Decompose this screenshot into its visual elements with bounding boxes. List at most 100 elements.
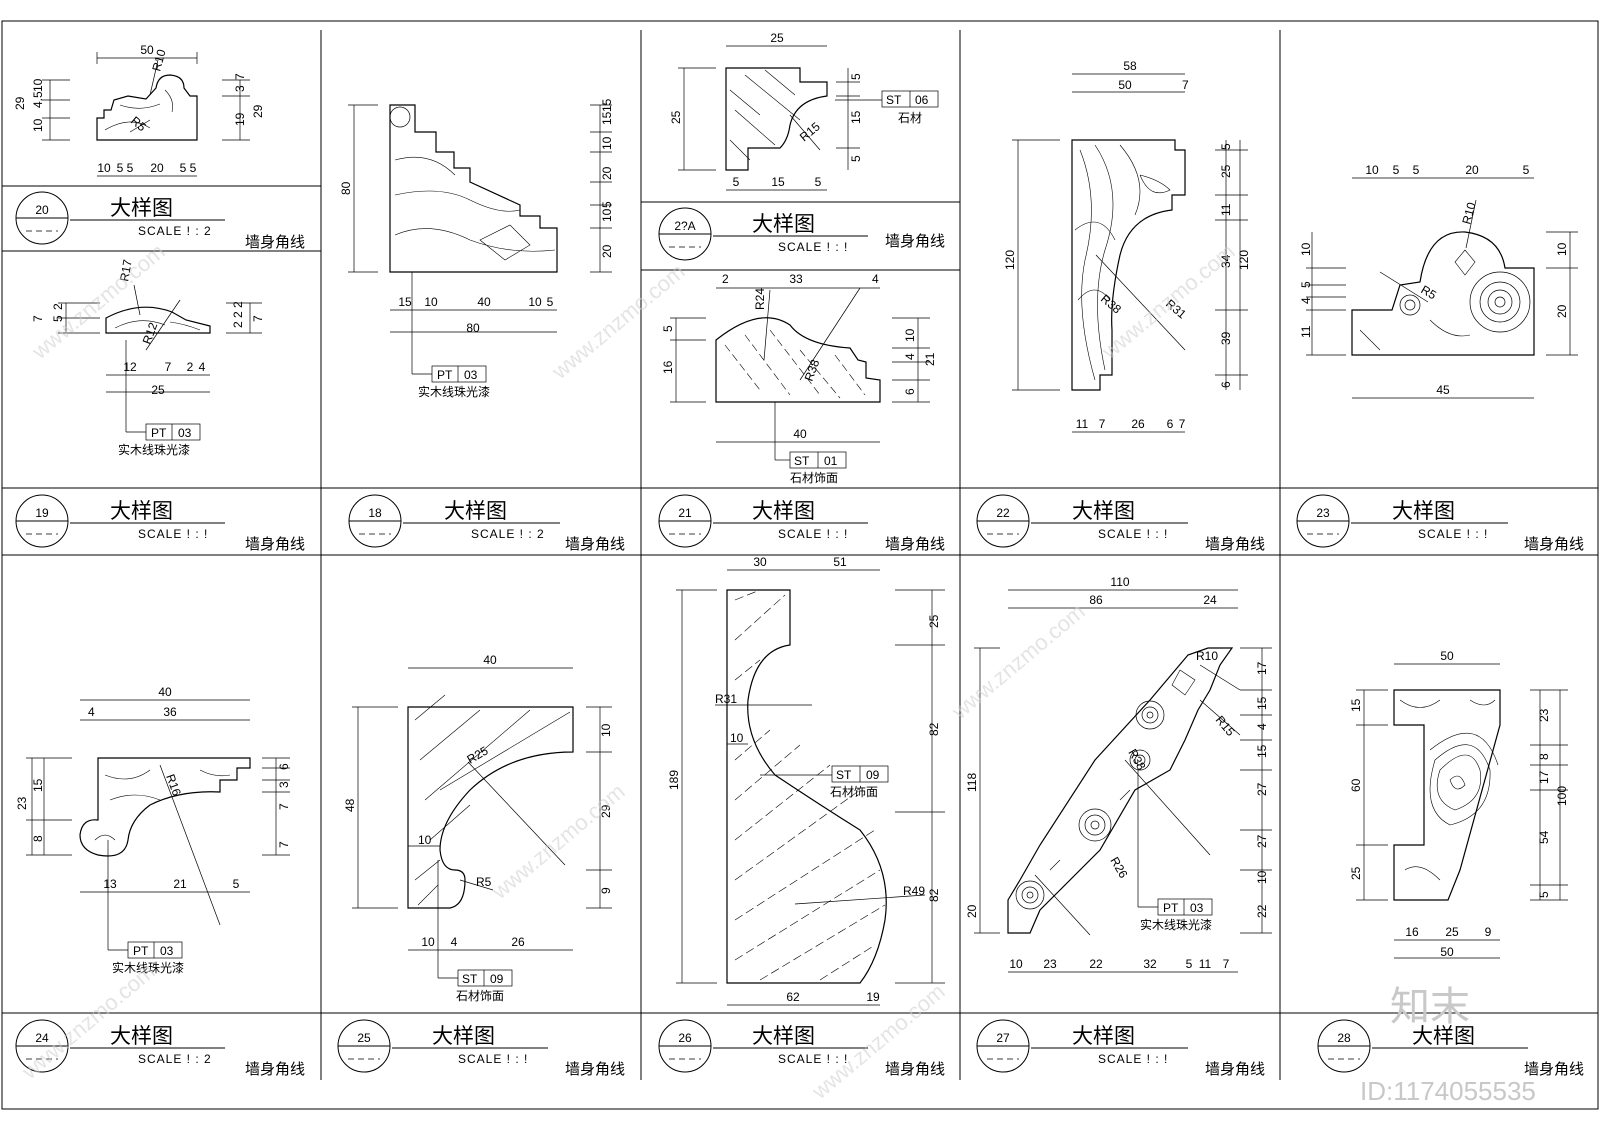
dim: 120 xyxy=(1003,250,1017,270)
dim: 7 xyxy=(1179,417,1186,431)
detail-number: 21 xyxy=(678,506,692,520)
dim: 5 xyxy=(1219,143,1233,150)
dim: 4 xyxy=(1255,723,1269,730)
dim: 82 xyxy=(927,722,941,736)
detail-scale: SCALE ! : ! xyxy=(1098,527,1168,541)
dim: 5 xyxy=(1299,281,1313,288)
dim: 5 xyxy=(733,175,740,189)
dim: 5 xyxy=(1537,891,1551,898)
dim: 15 xyxy=(600,98,614,112)
dim: 15 xyxy=(1255,696,1269,710)
tag-number: 03 xyxy=(160,944,174,958)
dim: 10 xyxy=(1009,957,1023,971)
dim: 5 xyxy=(117,161,124,175)
detail-scale: SCALE ! : ! xyxy=(778,1052,848,1066)
tag-code: ST xyxy=(886,93,902,107)
dim: 10 xyxy=(1299,242,1313,256)
dim: 189 xyxy=(667,770,681,790)
dim: 19 xyxy=(233,112,247,126)
dim: 20 xyxy=(1465,163,1479,177)
dim: R5 xyxy=(476,875,492,889)
dim: 29 xyxy=(599,804,613,818)
dim: 40 xyxy=(483,653,497,667)
dim: 118 xyxy=(965,773,979,792)
dim: 15 xyxy=(1255,744,1269,758)
dim: 9 xyxy=(1485,925,1492,939)
dim: 23 xyxy=(1043,957,1057,971)
dim: 45 xyxy=(1436,383,1450,397)
dim: R26 xyxy=(1107,855,1130,881)
dim: 5 xyxy=(547,295,554,309)
dim: 25 xyxy=(669,110,683,124)
detail-scale: SCALE ! : 2 xyxy=(471,527,545,541)
tag-number: 09 xyxy=(490,972,504,986)
dim: 9 xyxy=(599,887,613,894)
profile-20: 50 R10 29 10 4.5 10 R5 3 7 19 29 10 5 5 … xyxy=(13,43,265,177)
dim: 15 xyxy=(849,110,863,124)
dim: 6 xyxy=(903,388,917,395)
detail-title: 大样图 xyxy=(110,1024,173,1048)
detail-number: 25 xyxy=(357,1031,371,1045)
tag-note: 石材饰面 xyxy=(790,471,838,485)
dim: 2 xyxy=(187,360,194,374)
dim: R49 xyxy=(903,884,925,898)
dim: 86 xyxy=(1089,593,1103,607)
title-block-18: 18 大样图 SCALE ! : 2 墙身角线 xyxy=(348,494,625,553)
title-block-25: 25 大样图 SCALE ! : ! 墙身角线 xyxy=(337,1019,625,1078)
detail-title: 大样图 xyxy=(1072,499,1135,523)
dim: 10 xyxy=(1255,870,1269,884)
dim: 7 xyxy=(277,803,291,810)
detail-number: 18 xyxy=(368,506,382,520)
detail-scale: SCALE ! : ! xyxy=(458,1052,528,1066)
dim: R31 xyxy=(715,692,737,706)
detail-subtitle: 墙身角线 xyxy=(885,535,945,553)
dim: 27 xyxy=(1255,782,1269,796)
dim: 50 xyxy=(1440,649,1454,663)
detail-scale: SCALE ! : 2 xyxy=(138,224,212,238)
dim: 25 xyxy=(1349,866,1363,880)
detail-title: 大样图 xyxy=(1392,499,1455,523)
title-block-27: 27 大样图 SCALE ! : ! 墙身角线 xyxy=(976,1019,1265,1078)
dim: 100 xyxy=(1555,786,1569,806)
watermark-text: www.znzmo.com xyxy=(26,239,169,365)
dim: 110 xyxy=(1110,575,1129,589)
dim: 6 xyxy=(1167,417,1174,431)
profile-2a: 25 25 5 15 5 R15 5 15 5 ST 06 石材 xyxy=(669,31,939,191)
dim: 10 xyxy=(528,295,542,309)
dim: 5 xyxy=(600,201,614,208)
dim: 24 xyxy=(1203,593,1217,607)
title-block-22: 22 大样图 SCALE ! : ! 墙身角线 xyxy=(976,494,1265,553)
detail-title: 大样图 xyxy=(752,212,815,236)
dim: 10 xyxy=(97,161,111,175)
dim: 5 xyxy=(233,877,240,891)
dim: R10 xyxy=(1459,201,1478,226)
dim: 11 xyxy=(1076,417,1089,431)
detail-scale: SCALE ! : ! xyxy=(778,240,848,254)
detail-number: 22 xyxy=(996,506,1010,520)
detail-subtitle: 墙身角线 xyxy=(885,232,945,250)
profile-19: R17 5 2 7 R12 2 2 2 7 12 7 2 4 25 PT 03 … xyxy=(31,258,265,457)
detail-scale: SCALE ! : ! xyxy=(138,527,208,541)
tag-note: 石材 xyxy=(898,111,922,125)
dim: 15 xyxy=(600,111,614,125)
dim: 10 xyxy=(31,78,45,92)
dim: 20 xyxy=(150,161,164,175)
dim: 7 xyxy=(31,315,45,322)
detail-title: 大样图 xyxy=(110,499,173,523)
tag-number: 03 xyxy=(1190,901,1204,915)
profile-28: 50 15 60 25 23 8 17 100 54 5 16 25 9 50 xyxy=(1349,649,1569,959)
title-block-20: 20 大样图 SCALE ! : 2 墙身角线 xyxy=(15,191,305,251)
detail-title: 大样图 xyxy=(110,196,173,220)
dim: 20 xyxy=(965,904,979,918)
profile-23: 10 5 5 20 5 R10 10 5 4 11 R5 10 20 45 xyxy=(1299,163,1578,399)
dim: 4 xyxy=(451,935,458,949)
tag-note: 石材饰面 xyxy=(456,989,504,1003)
detail-subtitle: 墙身角线 xyxy=(245,535,305,553)
dim: 10 xyxy=(600,208,614,222)
dim: 20 xyxy=(1555,304,1569,318)
tag-number: 03 xyxy=(178,426,192,440)
dim: 5 xyxy=(127,161,134,175)
detail-title: 大样图 xyxy=(1072,1024,1135,1048)
dim: 4 xyxy=(872,272,879,286)
